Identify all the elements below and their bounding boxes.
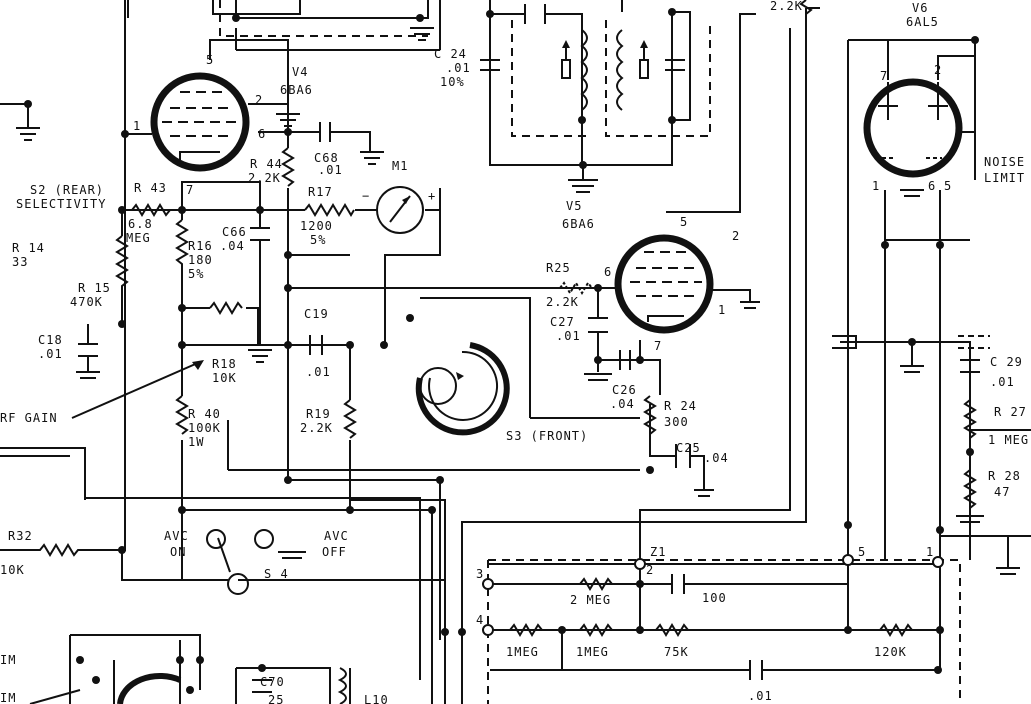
rotary-switch-s3: [415, 342, 510, 436]
z1-pin-4: 4: [476, 613, 484, 627]
z1-terminals: [482, 554, 944, 636]
c27-label: C27.01: [550, 315, 581, 343]
c26-label: C26.04: [610, 383, 637, 411]
junction-dots: [24, 8, 979, 674]
resistors: [0, 0, 977, 637]
v6-pin-7: 7: [880, 69, 888, 83]
meter-plus: +: [428, 189, 436, 203]
coil-l10: [337, 667, 347, 704]
v5-type: 6BA6: [562, 217, 595, 231]
z1-100: 100: [702, 591, 727, 605]
s2-label: S2 (REAR)SELECTIVITY: [16, 183, 106, 211]
v6-pin-1: 1: [872, 179, 880, 193]
z1-pin-1: 1: [926, 545, 934, 559]
z1-pin-5: 5: [858, 545, 866, 559]
v4-pin-7: 7: [186, 183, 194, 197]
rf-gain-label: RF GAIN: [0, 411, 58, 425]
avc-switch-s4: [206, 529, 274, 595]
z1-120k: 120K: [874, 645, 907, 659]
c25-label: C25.04: [676, 441, 729, 465]
m1-label: M1: [392, 159, 408, 173]
z1-pin-2: 2: [646, 563, 654, 577]
tube-v5: 5 6 2 1 7: [604, 215, 740, 353]
r43-label: R 43: [134, 181, 167, 195]
ground-symbols: [16, 27, 1020, 575]
v5-ref: V5: [566, 199, 582, 213]
rf-gain-arrow: [71, 360, 204, 419]
v5-pin-7: 7: [654, 339, 662, 353]
z1-1meg-b: 1MEG: [576, 645, 609, 659]
tube-v6: 7 2 1 6 5: [863, 63, 963, 193]
if-transformers: [561, 29, 649, 111]
v4-pin-6: 6: [258, 127, 266, 141]
z1-1meg-a: 1MEG: [506, 645, 539, 659]
c19-value: .01: [306, 365, 331, 379]
meter-minus: −: [362, 189, 370, 203]
v5-pin-1: 1: [718, 303, 726, 317]
r22-value: 2.2K: [770, 0, 803, 13]
v4-pin-5: 5: [206, 53, 214, 67]
bottom-left-switch: [76, 656, 194, 704]
s3-label: S3 (FRONT): [506, 429, 588, 443]
meter-m1: − +: [362, 186, 436, 234]
z1-2meg: 2 MEG: [570, 593, 611, 607]
c68-label: C68.01: [314, 151, 343, 177]
z1-75k: 75K: [664, 645, 689, 659]
v6-pin-2: 2: [934, 63, 942, 77]
v4-pin-2: 2: [255, 93, 263, 107]
v6-type: 6AL5: [906, 15, 939, 29]
v4-pin-1: 1: [133, 119, 141, 133]
c19-label: C19: [304, 307, 329, 321]
c18-label: C18.01: [38, 333, 63, 361]
s4-label: S 4: [264, 567, 289, 581]
z1-label: Z1: [650, 545, 666, 559]
capacitors: [78, 4, 980, 693]
v5-pin-6: 6: [604, 265, 612, 279]
z1-pin-3: 3: [476, 567, 484, 581]
l10-label: L10: [364, 693, 389, 704]
c29-label: C 29.01: [990, 355, 1023, 389]
v6-pin-5: 5: [944, 179, 952, 193]
v4-ref: V4: [292, 65, 308, 79]
v6-pin-6: 6: [928, 179, 936, 193]
c66-label: C66.04: [220, 225, 247, 253]
tube-v4: 5 2 1 6 7: [133, 53, 266, 197]
im-label-2: IM: [0, 691, 16, 704]
input-connector: [832, 335, 990, 349]
z1-01: .01: [748, 689, 773, 703]
im-label-1: IM: [0, 653, 16, 667]
v4-type: 6BA6: [280, 83, 313, 97]
v6-ref: V6: [912, 1, 928, 15]
v5-pin-2: 2: [732, 229, 740, 243]
v5-pin-5: 5: [680, 215, 688, 229]
